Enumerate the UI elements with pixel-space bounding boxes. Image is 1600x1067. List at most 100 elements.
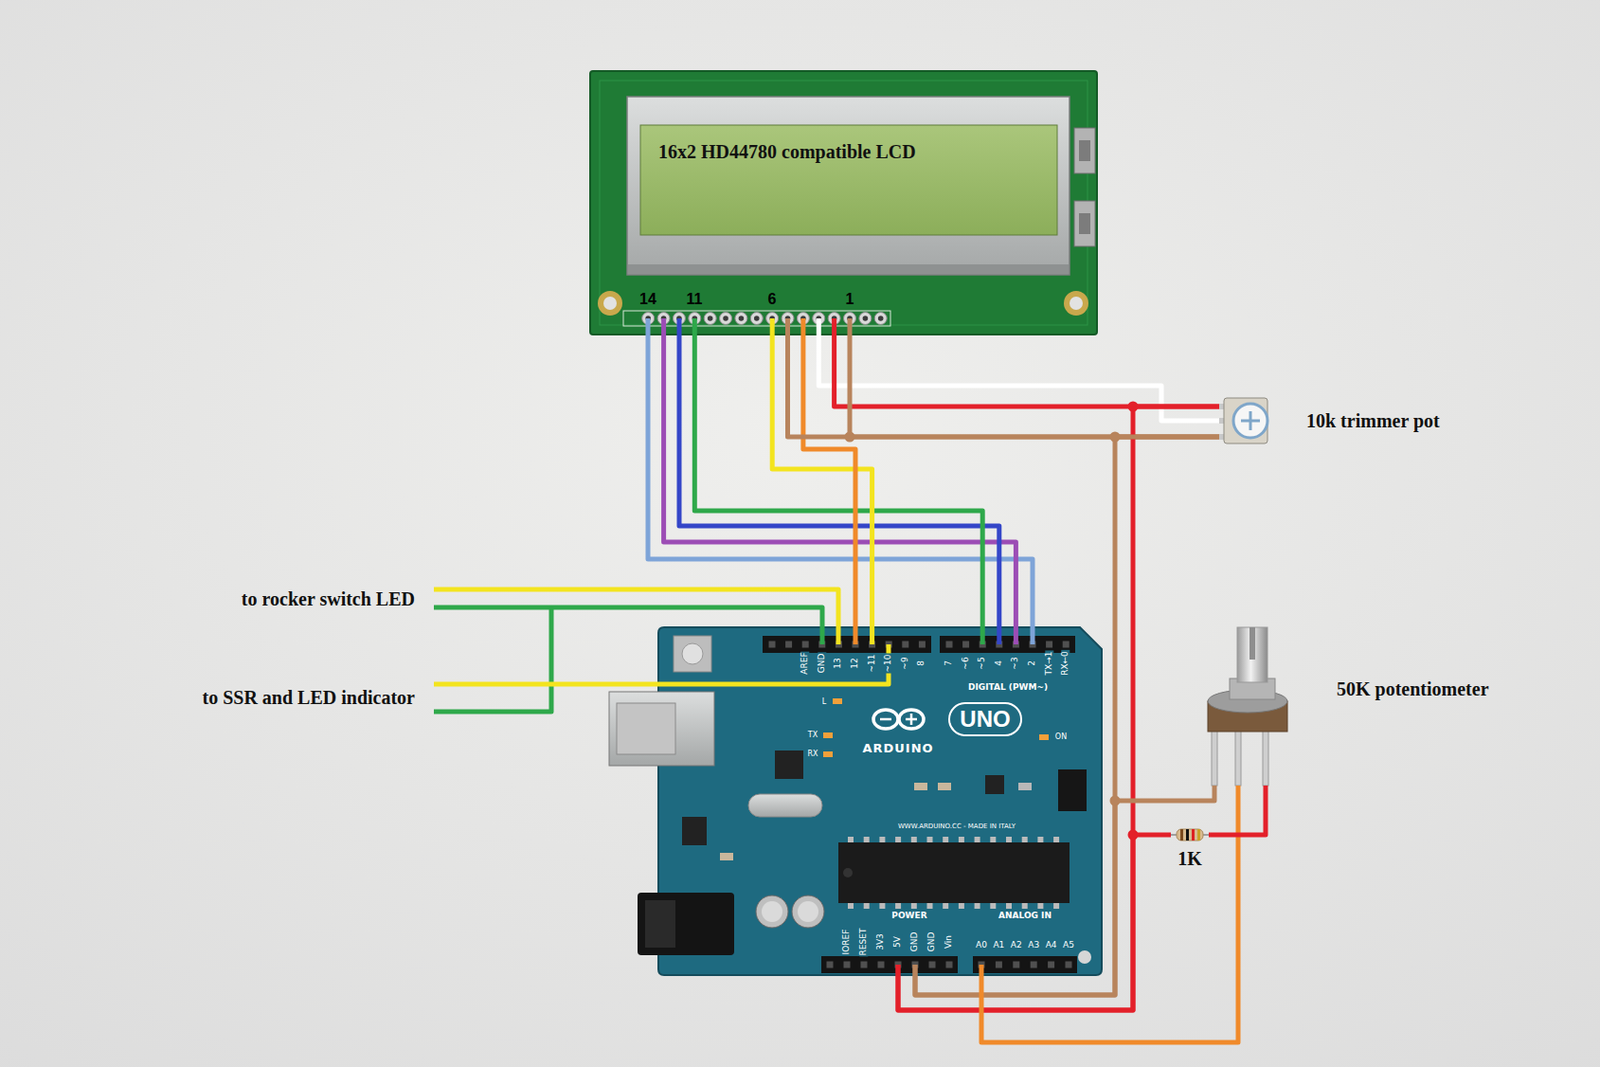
chip-leg bbox=[1006, 902, 1012, 909]
lcd-pcb bbox=[599, 80, 1088, 325]
junction-dot bbox=[1110, 431, 1121, 443]
led bbox=[823, 751, 833, 757]
chip-leg bbox=[974, 902, 981, 909]
header-pin-label: ~9 bbox=[900, 655, 910, 670]
chip-leg bbox=[974, 836, 981, 843]
potentiometer-body bbox=[1235, 727, 1241, 786]
potentiometer-body bbox=[1211, 727, 1218, 786]
chip-leg bbox=[895, 902, 901, 909]
lcd-pin-hole bbox=[738, 315, 745, 322]
header-pin bbox=[962, 641, 970, 648]
arduino-board bbox=[609, 627, 1102, 975]
header-pin bbox=[844, 961, 851, 969]
header-pin-label: A5 bbox=[1061, 940, 1076, 950]
lcd-tab bbox=[1074, 127, 1096, 174]
header-pin bbox=[769, 641, 1073, 969]
mounting-hole bbox=[603, 296, 617, 310]
potentiometer-body bbox=[1249, 627, 1256, 660]
component-label: 50K potentiometer bbox=[1336, 678, 1490, 701]
header-pin bbox=[769, 641, 776, 648]
lcd-pin-hole bbox=[722, 315, 729, 322]
header-pin bbox=[918, 641, 926, 648]
wire bbox=[1208, 785, 1266, 835]
usb-connector bbox=[609, 691, 715, 766]
header-pin bbox=[929, 961, 936, 969]
header-title: DIGITAL (PWM~) bbox=[968, 683, 1048, 692]
wire-note: to rocker switch LED bbox=[241, 588, 415, 611]
header-pin-label: A4 bbox=[1044, 940, 1059, 950]
wire bbox=[834, 318, 1220, 407]
board-brand: ARDUINO bbox=[862, 740, 934, 756]
resistor-symbol bbox=[1191, 828, 1195, 841]
trimmer-pot-body bbox=[1249, 411, 1253, 431]
arduino-logo bbox=[873, 709, 924, 729]
lcd-pin-hole bbox=[703, 312, 717, 325]
header-pin bbox=[1045, 641, 1053, 648]
chip-leg bbox=[863, 902, 870, 909]
component-label: 10k trimmer pot bbox=[1306, 410, 1440, 432]
chip-leg bbox=[1053, 836, 1060, 843]
led-label: RX bbox=[807, 750, 818, 758]
power-jack bbox=[637, 892, 735, 955]
board-hole bbox=[1078, 950, 1092, 964]
mounting-hole bbox=[1063, 290, 1089, 316]
smd-component bbox=[682, 774, 1032, 861]
header-title: ANALOG IN bbox=[998, 911, 1052, 920]
resistor: 1K bbox=[1170, 825, 1209, 873]
lcd-tab bbox=[1078, 140, 1091, 162]
resistor-symbol bbox=[1176, 828, 1204, 841]
microcontroller-chip bbox=[838, 842, 1070, 903]
mounting-hole bbox=[597, 290, 1089, 316]
chip-leg bbox=[879, 902, 885, 909]
header-pin-label: GND bbox=[817, 652, 827, 675]
lcd-pin-hole bbox=[750, 312, 763, 325]
smd-component bbox=[985, 774, 1005, 794]
arduino-logo bbox=[898, 709, 924, 729]
header-pin-label: A2 bbox=[1009, 940, 1024, 950]
header-pin-label: 5V bbox=[893, 934, 902, 949]
wire bbox=[915, 785, 1215, 995]
trimmer-pot: 10k trimmer pot bbox=[1219, 390, 1450, 451]
header-pin-label: IOREF bbox=[842, 928, 851, 956]
header-pin bbox=[946, 641, 953, 648]
header-pin-label: ~6 bbox=[961, 655, 971, 670]
header-pin-label: 12 bbox=[850, 656, 860, 669]
led bbox=[832, 698, 843, 704]
header-pin-label: RX←0 bbox=[1060, 649, 1070, 677]
lcd-pin-hole bbox=[859, 312, 872, 325]
chip-leg bbox=[942, 836, 949, 843]
chip-leg bbox=[1022, 836, 1028, 843]
pin-number: 14 bbox=[639, 290, 657, 308]
arduino-logo bbox=[910, 713, 914, 725]
lcd-pcb bbox=[590, 71, 1097, 335]
header-pin-label: GND bbox=[927, 931, 936, 953]
component-title: 16x2 HD44780 compatible LCD bbox=[658, 141, 917, 163]
mounting-hole bbox=[597, 290, 623, 316]
external-wire bbox=[433, 644, 889, 684]
lcd-pin-hole bbox=[735, 312, 748, 325]
header-pin-label: GND bbox=[910, 931, 919, 953]
lcd-pin-hole bbox=[754, 315, 760, 322]
led bbox=[823, 732, 833, 738]
pin-header bbox=[972, 955, 1078, 973]
resistor-symbol bbox=[1197, 828, 1201, 841]
header-pin bbox=[861, 961, 868, 969]
header-pin bbox=[1012, 961, 1020, 969]
chip-leg bbox=[911, 902, 917, 909]
chip-leg bbox=[1037, 836, 1043, 843]
trimmer-pot-body bbox=[1219, 397, 1268, 444]
lcd-pin-hole bbox=[707, 315, 714, 322]
header-pin bbox=[995, 961, 1003, 969]
chip-notch bbox=[843, 867, 853, 878]
header-pin bbox=[946, 961, 953, 969]
chip-leg bbox=[927, 902, 934, 909]
chip-leg bbox=[989, 836, 996, 843]
mounting-hole bbox=[1069, 296, 1083, 310]
chip-leg bbox=[879, 836, 885, 843]
lcd-module: 16x2 HD44780 compatible LCD bbox=[590, 71, 1097, 319]
header-pin-label: ~5 bbox=[977, 655, 987, 670]
usb-connector bbox=[609, 691, 715, 766]
icsp-header bbox=[1058, 769, 1087, 811]
resistor-symbol bbox=[1180, 828, 1184, 841]
